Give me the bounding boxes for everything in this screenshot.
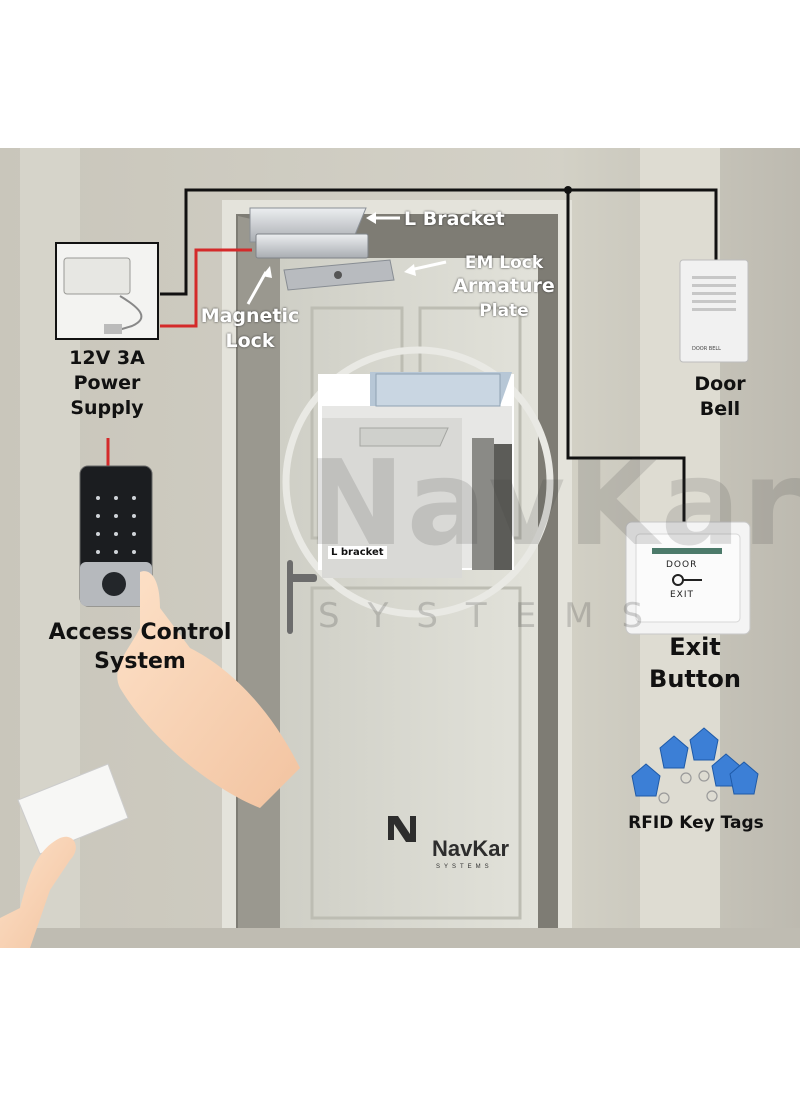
logo-sub: SYSTEMS — [436, 864, 493, 870]
em-lock-line-3: Plate — [479, 300, 529, 321]
power-supply-line-1: 12V 3A — [69, 347, 145, 369]
em-lock-label: EM Lock Armature Plate — [446, 252, 562, 322]
access-control-line-1: Access Control — [48, 620, 232, 645]
exit-plate-exit-text: EXIT — [670, 590, 695, 600]
em-lock-line-1: EM Lock — [464, 253, 544, 273]
logo-name: NavKar — [432, 836, 510, 861]
background-illustration — [0, 148, 800, 948]
l-bracket-label: L Bracket — [404, 208, 505, 230]
magnetic-lock-line-1: Magnetic — [200, 305, 300, 327]
magnetic-lock-label: Magnetic Lock — [194, 304, 306, 354]
power-supply-label: 12V 3A Power Supply — [52, 346, 162, 421]
diagram-scene: NavKar SYSTEMS DOOR EXIT DOOR BELL L bra… — [0, 148, 800, 948]
exit-button-label: Exit Button — [630, 632, 760, 695]
watermark-sub: SYSTEMS — [318, 596, 672, 636]
exit-button-line-2: Button — [649, 664, 741, 693]
exit-plate-door-text: DOOR — [666, 560, 698, 570]
door-bell-label: Door Bell — [670, 372, 770, 422]
power-supply-line-2: Power — [73, 372, 141, 395]
power-supply-line-3: Supply — [70, 397, 144, 420]
exit-button-line-1: Exit — [669, 633, 721, 661]
inset-caption: L bracket — [328, 546, 387, 559]
watermark-brand: NavKar — [306, 434, 800, 572]
magnetic-lock-line-2: Lock — [225, 330, 275, 353]
door-bell-line-2: Bell — [699, 398, 741, 421]
access-control-label: Access Control System — [30, 618, 250, 676]
door-bell-line-1: Door — [694, 373, 746, 395]
rfid-tags-label: RFID Key Tags — [628, 813, 764, 833]
access-control-line-2: System — [94, 649, 186, 675]
door-bell-plate-text: DOOR BELL — [692, 346, 721, 352]
em-lock-line-2: Armature — [453, 275, 555, 298]
